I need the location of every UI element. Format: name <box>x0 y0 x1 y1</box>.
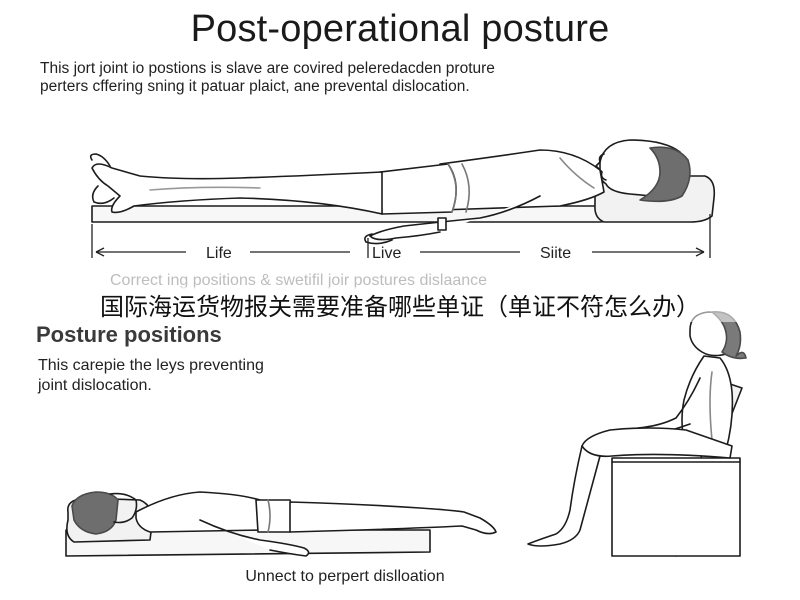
top-hip-band-2 <box>461 163 470 213</box>
section-title: Posture positions <box>36 322 222 347</box>
top-ruler <box>91 214 711 258</box>
bottom-caption: Unnect to perpert dislloation <box>0 568 800 586</box>
bottom-supine-figure <box>65 491 497 557</box>
intro-line-2: perters cffering sning it patuar plaict,… <box>40 78 470 95</box>
top-pelvis <box>379 163 457 215</box>
bottom-caption-text: Unnect to perpert dislloation <box>245 568 445 585</box>
intro-text: This jort joint io postions is slave are… <box>40 60 780 96</box>
bottom-pelvis <box>255 499 293 533</box>
top-supine-figure <box>89 139 716 245</box>
faint-caption: Correct ing positions & swetifil joir po… <box>110 272 488 289</box>
seated-lower-leg <box>527 445 601 547</box>
intro-line-1: This jort joint io postions is slave are… <box>40 60 495 77</box>
section-body: This carepie the leys preventing joint d… <box>38 356 264 396</box>
top-torso <box>439 149 605 211</box>
section-line-1: This carepie the leys preventing <box>38 357 264 374</box>
top-gown-line <box>559 157 595 189</box>
top-arm <box>369 195 541 241</box>
top-wrist-band <box>437 217 447 231</box>
top-leg-line <box>149 186 261 191</box>
top-legs <box>91 163 383 215</box>
top-hair <box>639 146 691 203</box>
bottom-face <box>109 492 138 524</box>
main-title: Post-operational posture <box>190 8 610 50</box>
bottom-legs <box>289 501 497 535</box>
bottom-arm <box>199 519 310 557</box>
seated-hair <box>711 311 747 360</box>
seated-figure <box>527 311 747 557</box>
ruler-label-life: Life <box>206 245 232 262</box>
top-foot-toes <box>89 153 115 205</box>
chair-seat <box>611 457 741 557</box>
bottom-hip-band <box>267 499 271 533</box>
top-hip-band <box>447 163 457 213</box>
ruler-label-siite: Siite <box>540 245 571 262</box>
overlay-caption: 国际海运货物报关需要准备哪些单证（单证不符怎么办） <box>0 287 800 322</box>
bottom-torso <box>135 491 263 533</box>
bottom-hair <box>71 491 119 535</box>
seated-gown-line <box>709 371 713 441</box>
seated-thigh <box>581 427 733 459</box>
top-hand <box>364 233 393 245</box>
ruler-label-live: Live <box>372 245 401 262</box>
section-line-2: joint dislocation. <box>38 377 152 394</box>
